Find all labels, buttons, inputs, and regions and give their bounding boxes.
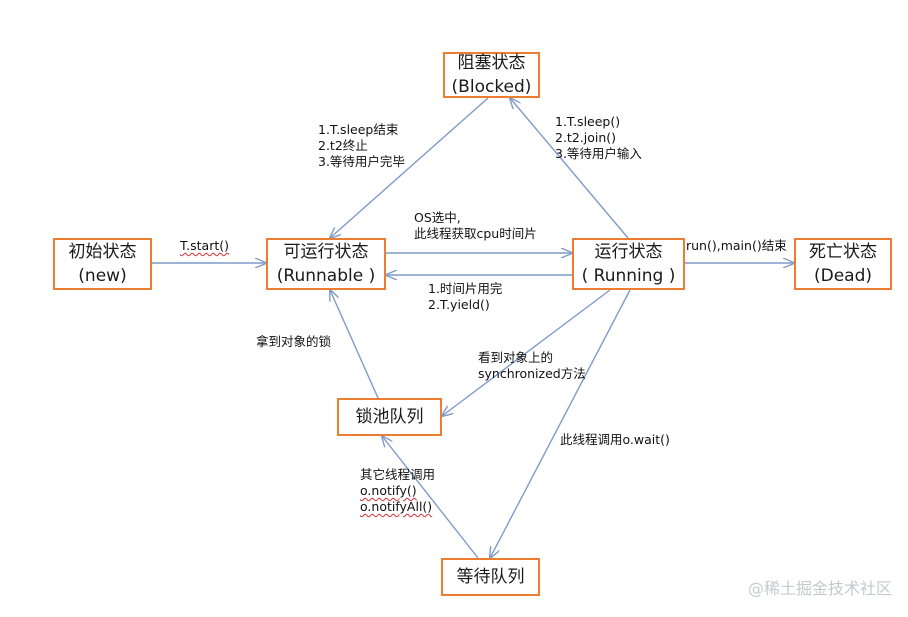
label-notify-line3: o.notifyAll() bbox=[360, 499, 433, 514]
label-notify-line1: 其它线程调用 bbox=[360, 467, 436, 482]
label-call-wait: 此线程调用o.wait() bbox=[560, 432, 670, 448]
edge-lockpool-to-runnable bbox=[330, 290, 379, 399]
edge-running-to-lockpool bbox=[442, 289, 611, 416]
label-os-select-line1: OS选中, bbox=[414, 210, 461, 225]
label-r2b-line1: 1.T.sleep() bbox=[555, 114, 621, 129]
edge-running-to-waitqueue bbox=[490, 289, 631, 558]
node-runnable-line1: 可运行状态 bbox=[283, 242, 369, 262]
label-b2r-line1: 1.T.sleep结束 bbox=[318, 122, 399, 137]
label-run-end: run(),main()结束 bbox=[686, 238, 787, 254]
watermark: @稀土掘金技术社区 bbox=[747, 579, 892, 598]
node-blocked-line1: 阻塞状态 bbox=[457, 53, 526, 73]
label-r2b-line3: 3.等待用户输入 bbox=[555, 146, 642, 161]
node-dead-line1: 死亡状态 bbox=[809, 242, 877, 262]
label-b2r-line2: 2.t2终止 bbox=[318, 138, 368, 153]
node-runnable-line2: (Runnable ) bbox=[276, 266, 376, 286]
node-new: 初始状态 (new) bbox=[53, 238, 152, 290]
node-wait-queue: 等待队列 bbox=[441, 558, 540, 596]
edge-running-to-blocked bbox=[510, 98, 629, 239]
label-os-select-line2: 此线程获取cpu时间片 bbox=[414, 226, 537, 241]
node-dead-line2: (Dead) bbox=[813, 266, 873, 286]
edge-blocked-to-runnable bbox=[330, 97, 489, 238]
label-call-wait-text: 此线程调用o.wait() bbox=[560, 432, 670, 447]
node-blocked: 阻塞状态 (Blocked) bbox=[443, 52, 540, 98]
label-blocked-to-runnable: 1.T.sleep结束 2.t2终止 3.等待用户完毕 bbox=[318, 122, 405, 170]
label-r2b-line2: 2.t2.join() bbox=[555, 130, 617, 145]
label-notify-line2: o.notify() bbox=[360, 483, 417, 498]
label-run-end-text: run(),main()结束 bbox=[686, 238, 787, 253]
label-get-lock: 拿到对象的锁 bbox=[256, 334, 331, 350]
node-running-line1: 运行状态 bbox=[594, 242, 663, 262]
label-see-sync: 看到对象上的 synchronized方法 bbox=[478, 350, 586, 382]
node-running: 运行状态 ( Running ) bbox=[572, 238, 685, 290]
label-t-start: T.start() bbox=[180, 238, 229, 254]
node-dead: 死亡状态 (Dead) bbox=[794, 238, 892, 290]
node-lock-pool: 锁池队列 bbox=[337, 398, 442, 436]
edge-waitqueue-to-lockpool bbox=[382, 436, 479, 559]
label-t-start-text: T.start() bbox=[180, 238, 229, 253]
label-timeslice: 1.时间片用完 2.T.yield() bbox=[428, 281, 502, 313]
node-lock-pool-line1: 锁池队列 bbox=[355, 407, 424, 427]
label-timeslice-line2: 2.T.yield() bbox=[428, 297, 490, 312]
node-new-line2: (new) bbox=[78, 266, 127, 286]
label-os-select: OS选中, 此线程获取cpu时间片 bbox=[414, 210, 537, 242]
label-notify: 其它线程调用 o.notify() o.notifyAll() bbox=[360, 467, 435, 515]
label-timeslice-line1: 1.时间片用完 bbox=[428, 281, 503, 296]
node-running-line2: ( Running ) bbox=[581, 266, 676, 286]
label-see-sync-line1: 看到对象上的 bbox=[478, 350, 554, 365]
label-see-sync-line2: synchronized方法 bbox=[478, 366, 586, 381]
label-get-lock-text: 拿到对象的锁 bbox=[256, 334, 332, 349]
node-runnable: 可运行状态 (Runnable ) bbox=[266, 238, 386, 290]
node-blocked-line2: (Blocked) bbox=[451, 77, 532, 97]
node-new-line1: 初始状态 bbox=[68, 242, 137, 262]
label-running-to-blocked: 1.T.sleep() 2.t2.join() 3.等待用户输入 bbox=[555, 114, 642, 162]
node-wait-queue-line1: 等待队列 bbox=[456, 567, 525, 587]
label-b2r-line3: 3.等待用户完毕 bbox=[318, 154, 405, 169]
